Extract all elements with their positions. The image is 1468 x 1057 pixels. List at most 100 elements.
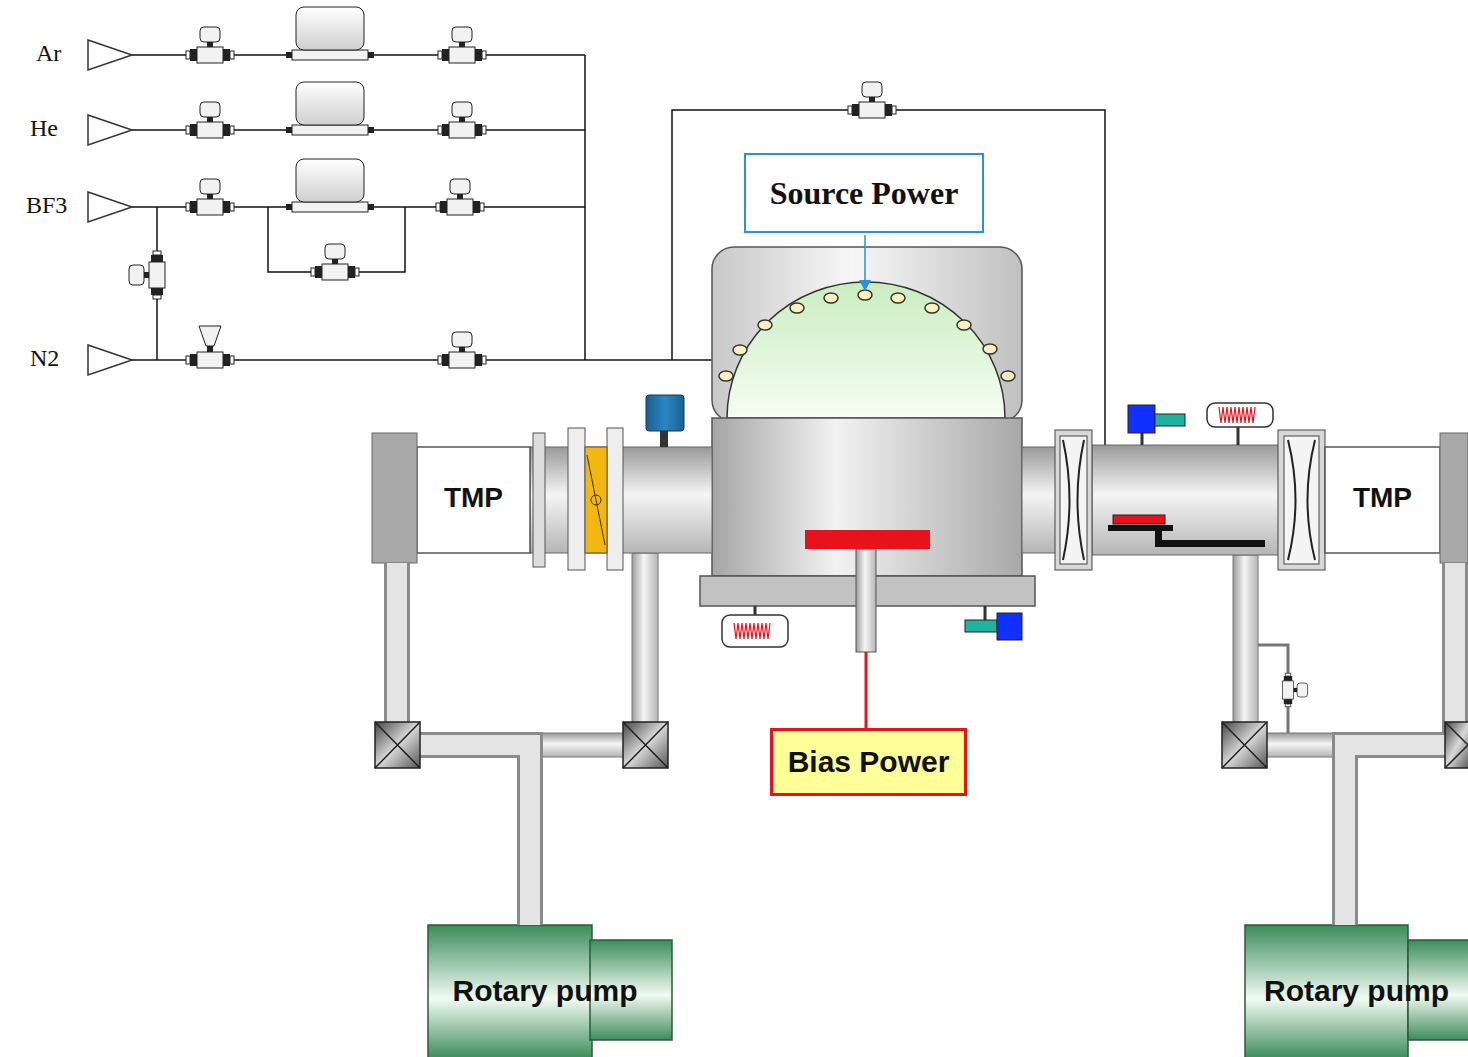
- process-chamber: [805, 530, 930, 549]
- isolation-valve: [623, 722, 668, 768]
- pipe-connector: [1345, 563, 1455, 925]
- gas-label: BF3: [26, 192, 67, 219]
- load-lock: [1440, 433, 1468, 563]
- pipe-wall: [1345, 563, 1455, 925]
- left-pumping-line: [646, 395, 684, 431]
- left-pumping-line: [607, 428, 623, 570]
- turbo-pump: TMP: [372, 433, 530, 563]
- load-lock: [1325, 447, 1440, 553]
- rf-coil: [719, 290, 1015, 381]
- rf-coil: [758, 320, 772, 330]
- rf-coil: [891, 293, 905, 303]
- gas-valves: [438, 27, 486, 63]
- gas-valves: [848, 82, 896, 118]
- chamber-gauge: [997, 613, 1022, 640]
- chamber-heater: [722, 606, 788, 647]
- rf-coil: [1001, 371, 1015, 381]
- left-pumping-line: [591, 495, 601, 505]
- load-lock: [1108, 525, 1173, 531]
- load-lock: [1155, 414, 1185, 426]
- gas-valves: [438, 102, 486, 138]
- gas-lines: [584, 55, 586, 360]
- rf-coil: [733, 345, 747, 355]
- isolation-valve: [1445, 722, 1468, 768]
- process-chamber: [727, 282, 1005, 418]
- isolation-valve: [375, 722, 420, 768]
- chamber-gauge: [984, 606, 987, 620]
- load-lock: [1207, 403, 1273, 427]
- left-pumping-line: [372, 395, 712, 757]
- left-pumping-line: [585, 447, 607, 553]
- node-label: TMP: [444, 482, 503, 514]
- process-chamber: [700, 235, 1035, 728]
- pipe-bore: [1345, 563, 1455, 925]
- gas-lines: [672, 110, 1105, 447]
- isolation-valve: [1445, 722, 1468, 768]
- gas-valves: [286, 159, 374, 212]
- chamber-heater: [754, 606, 757, 615]
- load-lock: [1288, 440, 1315, 560]
- gas-valves: [129, 251, 165, 299]
- isolation-valve: [1222, 722, 1267, 768]
- process-chamber: [712, 247, 1022, 422]
- left-pumping-line: [660, 430, 668, 447]
- load-lock: [1155, 540, 1265, 547]
- gas-valves: [186, 102, 234, 138]
- process-chamber: [856, 549, 876, 652]
- gas-source: [88, 115, 132, 145]
- load-lock: [1063, 440, 1084, 560]
- rf-coil: [925, 303, 939, 313]
- chamber-heater: [734, 623, 770, 639]
- gas-valves: [311, 244, 359, 280]
- load-lock: [1141, 432, 1144, 445]
- rf-coil: [790, 303, 804, 313]
- chamber-gauge: [965, 620, 997, 632]
- isolation-valve: [623, 722, 668, 768]
- rf-coil: [983, 344, 997, 354]
- process-chamber: [859, 280, 871, 291]
- node-label: Bias Power: [788, 745, 950, 779]
- gas-valves: [186, 27, 234, 63]
- node-label: TMP: [1353, 482, 1412, 514]
- load-lock: [1128, 405, 1155, 433]
- gas-source: [88, 192, 132, 222]
- isolation-valve: [1222, 722, 1267, 768]
- gas-label: He: [30, 115, 58, 142]
- gas-source: [88, 345, 132, 375]
- left-pumping-line: [568, 428, 585, 570]
- gas-label: N2: [30, 345, 59, 372]
- gas-valves: [286, 7, 374, 60]
- rotary-pump: Rotary pump: [1245, 925, 1468, 1057]
- gas-valves: [186, 179, 234, 215]
- chamber-gauge: [965, 606, 1022, 640]
- gas-source: [88, 40, 132, 70]
- load-lock: [1237, 427, 1240, 445]
- left-pumping-line: [533, 433, 545, 567]
- left-pumping-line: [372, 433, 417, 563]
- isolation-valve: [375, 722, 420, 768]
- bias-power-box: Bias Power: [770, 728, 967, 796]
- power-source-box: Source Power: [744, 153, 984, 233]
- gas-valves: [436, 179, 484, 215]
- load-lock: [1022, 403, 1468, 757]
- load-lock: [1233, 555, 1258, 728]
- process-chamber: [865, 652, 868, 728]
- load-lock: [1219, 407, 1255, 423]
- load-lock: [1284, 436, 1319, 564]
- gas-valves: [186, 326, 234, 368]
- node-label: Rotary pump: [1264, 974, 1449, 1008]
- chamber-heater: [722, 615, 788, 647]
- vent-valve: [1282, 673, 1307, 707]
- left-pumping-line: [417, 447, 530, 553]
- gas-valves: [286, 82, 374, 135]
- load-lock: [1113, 515, 1165, 524]
- load-lock: [1022, 447, 1060, 553]
- turbo-pump: TMP: [1325, 433, 1468, 563]
- left-pumping-line: [632, 553, 658, 728]
- gas-source: [88, 40, 132, 375]
- load-lock: [1060, 436, 1087, 564]
- gas-valves: [438, 332, 486, 368]
